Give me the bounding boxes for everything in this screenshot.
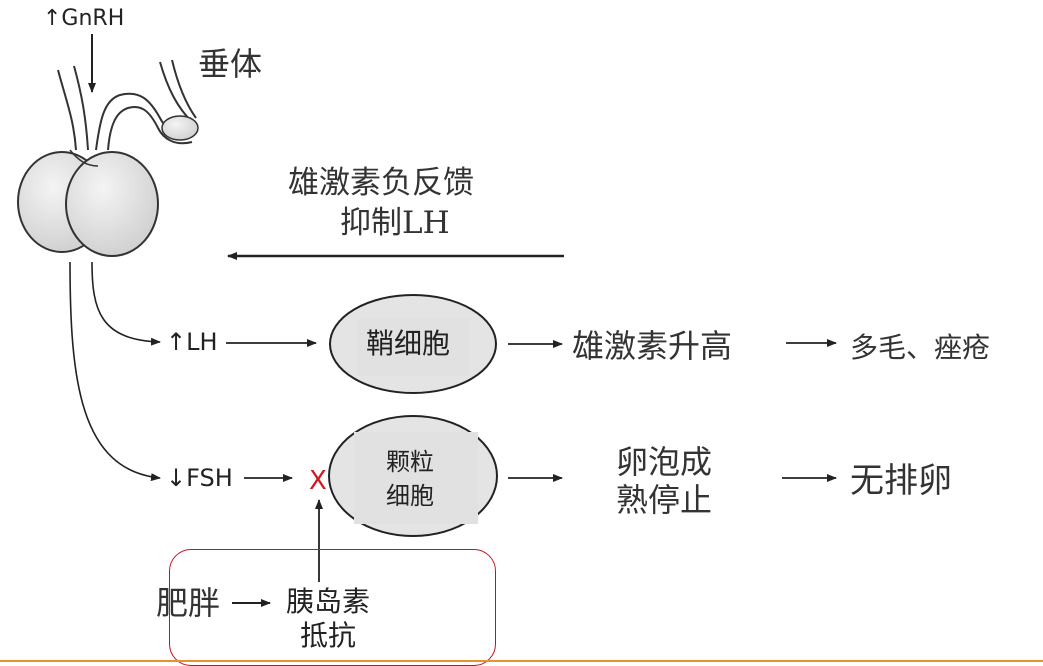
- insulin-resistance-line1: 胰岛素: [286, 585, 371, 618]
- fsh-curve-arrow: [69, 261, 161, 482]
- hirsutism-acne-label: 多毛、痤疮: [850, 331, 991, 364]
- lh-label: ↑LH: [166, 328, 218, 356]
- theca-cell-label: 鞘细胞: [366, 327, 451, 360]
- gnrh-label: ↑GnRH: [43, 6, 125, 31]
- theca-cell-label-bg: [358, 318, 470, 376]
- feedback-label-line2: 抑制LH: [340, 205, 450, 241]
- insulin-resistance-line2: 抵抗: [300, 619, 357, 652]
- granulosa-cell-label-bg: [354, 432, 478, 524]
- granulosa-cell-label-line2: 细胞: [386, 482, 434, 510]
- obesity-label: 肥胖: [156, 584, 221, 622]
- feedback-label-line1: 雄激素负反馈: [288, 165, 474, 201]
- pituitary-label: 垂体: [198, 45, 263, 83]
- follicle-arrest-line1: 卵泡成: [616, 443, 713, 481]
- lh-curve-arrow: [91, 261, 161, 346]
- anovulation-label: 无排卵: [850, 461, 952, 501]
- follicle-arrest-line2: 熟停止: [616, 481, 713, 519]
- androgen-elevated-label: 雄激素升高: [572, 327, 733, 365]
- granulosa-cell-label-line1: 颗粒: [386, 448, 434, 476]
- block-mark: X: [309, 466, 327, 496]
- fsh-label: ↓FSH: [166, 464, 233, 492]
- bottom-rule: [0, 660, 1043, 662]
- pituitary-illustration: [17, 59, 199, 257]
